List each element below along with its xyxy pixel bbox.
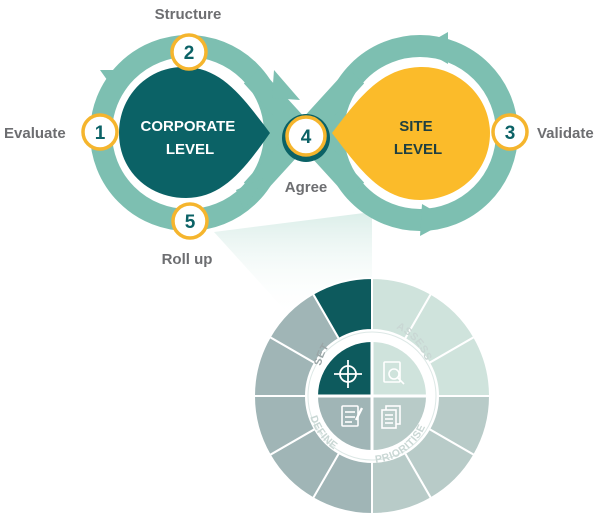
arrow-right-bottom: [420, 204, 450, 236]
process-wheel: SET ASSESS PRIORITISE DEFINE: [252, 276, 492, 516]
arrow-down-right: [272, 70, 300, 100]
step-1-number: 1: [95, 123, 106, 144]
site-level-shape: [332, 66, 490, 200]
arrow-up-left: [100, 70, 138, 98]
step-5: 5: [171, 202, 209, 240]
step-1-label: Evaluate: [4, 125, 66, 142]
crosshair-icon: [334, 360, 362, 388]
step-5-number: 5: [185, 212, 196, 233]
outer-segment-define-3: [252, 395, 317, 457]
inner-quadrant-set: [318, 342, 372, 396]
site-level-label: SITE LEVEL: [394, 118, 442, 158]
step-2-number: 2: [184, 43, 195, 64]
step-4: 4: [282, 114, 330, 162]
magnifier-document-icon: [383, 361, 405, 385]
corporate-level-label: CORPORATE LEVEL: [141, 118, 240, 158]
arrow-left-top: [420, 32, 448, 64]
outer-segments: [252, 276, 492, 516]
step-5-label: Roll up: [162, 251, 213, 268]
checklist-icon: [341, 405, 364, 427]
step-4-number: 4: [301, 127, 312, 148]
step-2: 2: [170, 33, 208, 71]
documents-stack-icon: [381, 405, 401, 429]
arrow-down-left: [236, 178, 264, 210]
step-3: 3: [491, 113, 529, 151]
corporate-level-shape: [119, 66, 270, 198]
step-3-number: 3: [505, 123, 516, 144]
step-3-label: Validate: [537, 125, 594, 142]
step-1: 1: [81, 113, 119, 151]
step-4-label: Agree: [285, 179, 328, 196]
loop-arrows: [100, 32, 450, 236]
step-2-label: Structure: [155, 6, 222, 23]
